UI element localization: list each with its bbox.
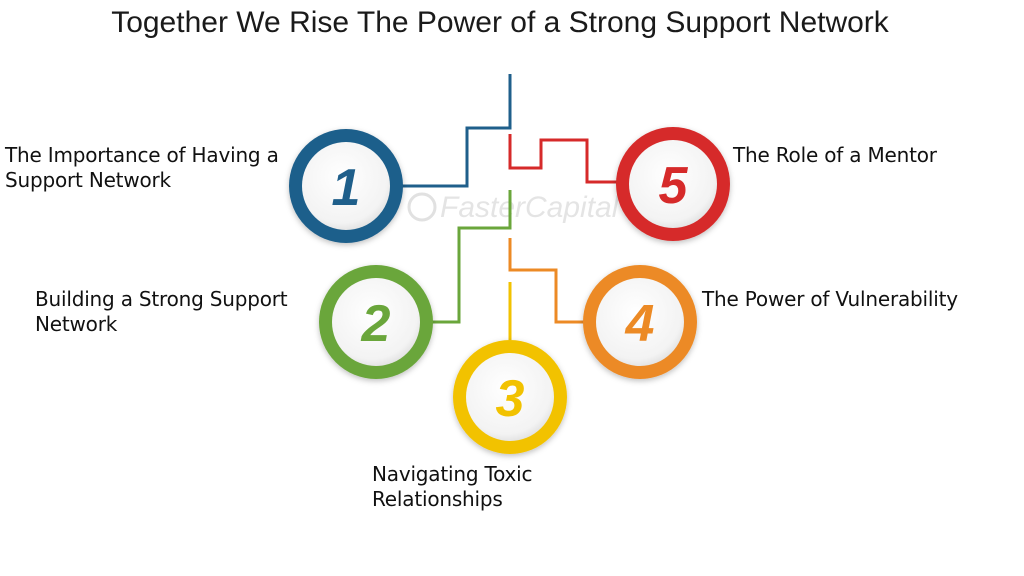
step-4-number: 4 [625,295,655,353]
step-2-circle: 2 [319,265,433,379]
step-1-label-line2: Support Network [5,168,171,192]
step-2-number: 2 [361,295,391,353]
connector-2 [432,190,512,324]
step-3-number: 3 [496,370,525,428]
connector-1 [402,74,512,188]
step-4-label-line1: The Power of Vulnerability [702,287,958,311]
watermark-logo-icon [407,192,437,222]
step-4-label: The Power of Vulnerability [702,287,958,312]
step-3-label-line1: Navigating Toxic [372,462,533,486]
step-5-label: The Role of a Mentor [733,143,937,168]
watermark: FasterCapital [407,191,620,224]
step-3-label: Navigating Toxic Relationships [372,462,533,512]
step-2-label-line1: Building a Strong Support [35,287,288,311]
step-2-label-line2: Network [35,312,118,336]
connector-5 [508,134,618,184]
step-2-label: Building a Strong Support Network [35,287,288,337]
step-1-circle: 1 [289,129,403,243]
step-5-circle: 5 [616,127,730,241]
watermark-text: FasterCapital [440,191,620,224]
connector-4 [508,238,586,324]
step-4-circle: 4 [583,265,697,379]
step-1-number: 1 [332,159,361,217]
step-1-label: The Importance of Having a Support Netwo… [5,143,279,193]
step-3-circle: 3 [453,340,567,454]
step-3-label-line2: Relationships [372,487,503,511]
page-title: Together We Rise The Power of a Strong S… [111,6,889,39]
step-5-number: 5 [659,157,689,215]
step-5-label-line1: The Role of a Mentor [733,143,937,167]
step-1-label-line1: The Importance of Having a [5,143,279,167]
